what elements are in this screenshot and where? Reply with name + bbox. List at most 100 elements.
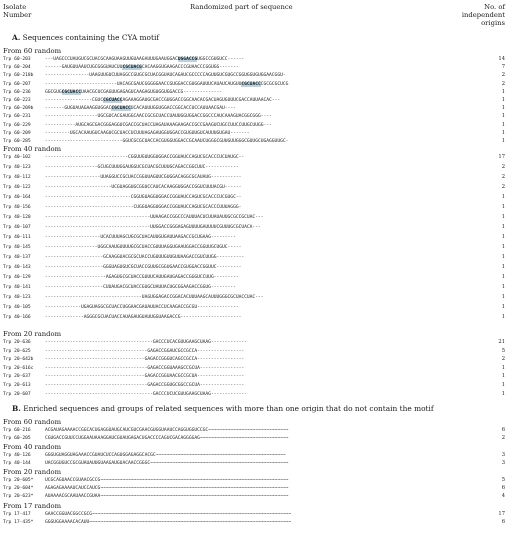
sequence-row: Trp 40-107------------------------------… — [3, 224, 505, 231]
sequence-row: Trp 40-105 -------------UGAGUAGGCGCUACCUG… — [3, 304, 505, 311]
isolate-id: Trp 40-102 — [3, 155, 31, 160]
origins-count: 1 — [501, 264, 505, 270]
sequence-text: AUAAAACGCAAUAACCGUAA~~~~~~~~~~~~~~~~~~~~… — [45, 493, 289, 499]
sequence-row: Trp 40-102 ------------------------------… — [3, 154, 505, 161]
origins-count: 1 — [501, 244, 505, 250]
origins-count: 5 — [501, 347, 505, 354]
sequence-text: CGUGACCGUUCCUGGAAUAAAGGAUCGUAUGAGACUGACC… — [45, 435, 289, 441]
sequence-row: Trp 60-223-----------------CGUCCGCUACCAG… — [3, 97, 505, 104]
sequence-row: Trp 40-156 ------------------------------… — [3, 204, 505, 211]
sequence-row: Trp 60-218b----------------UAAGUUGUCUUAG… — [3, 72, 505, 79]
motif-highlight: CGCUACC — [241, 81, 261, 87]
sequence-text: -------------------------------------GAG… — [45, 383, 245, 388]
sequence-text: -----------------------------------UAGUG… — [45, 295, 264, 300]
origins-count: 2 — [501, 174, 505, 180]
isolate-id: Trp 20-642b — [3, 357, 34, 363]
sequence-text: ------------------------UCGUAGGUGCGGUCCA… — [45, 185, 242, 190]
sequence-suffix: AGAAAGGAUGCGACCGUGGACCGGCAACACGACUAGUGUU… — [122, 98, 281, 103]
origins-count: 1 — [501, 294, 505, 300]
motif-highlight: UGGACCG — [177, 57, 198, 62]
isolate-header-line1: Isolate — [3, 3, 27, 11]
isolate-id: Trp 20-636 — [3, 340, 31, 345]
sequence-text: UACGGUGUCCGCGUAUAUUGUAAGAUGUACAACCGGGC~~… — [45, 460, 289, 466]
isolate-id: Trp 40-126 — [3, 453, 31, 458]
section-a-letter: A. — [12, 33, 21, 42]
isolate-id: Trp 60-203 — [3, 57, 31, 62]
origins-count: 14 — [498, 56, 505, 62]
sequence-row: Trp 60-209---------UGCACAAUGUCAAGUCGCUAC… — [3, 130, 505, 137]
sequence-header: Randomized part of sequence — [190, 3, 293, 11]
sequence-text: ---------------------GCAAGGUACGCGCUACCUG… — [45, 255, 245, 260]
sequence-row: Trp 20-625------------------------------… — [3, 348, 505, 355]
sequence-row: Trp 17-435* GGGUGGAAAACACAUU~~~~~~~~~~~~~… — [3, 519, 505, 526]
origins-header-line2: independent — [461, 11, 505, 19]
sequence-text: GGGUGGAAAACACAUU~~~~~~~~~~~~~~~~~~~~~~~~… — [45, 520, 292, 525]
origins-count: 6 — [501, 484, 505, 491]
isolate-id: Trp 20-613 — [3, 383, 31, 388]
section-a-title: A. Sequences containing the CYA motif — [12, 33, 159, 42]
sequence-row: Trp 60-207--------------------------UACA… — [3, 81, 505, 88]
sequence-text: -------GUGUAUAGAAGGUGGACCGCUACCUCACAUUUG… — [45, 105, 236, 112]
sequence-text: -------------------------------CGGUGUAGG… — [45, 195, 242, 200]
sequence-prefix: --------------------------UACAGCGAUCGGGG… — [45, 81, 242, 87]
isolate-id: Trp 17-435* — [3, 520, 34, 525]
isolate-id: Trp 60-231 — [3, 114, 31, 120]
origins-count: 1 — [501, 234, 505, 240]
isolate-id: Trp 40-105 — [3, 305, 31, 310]
section-a-text: Sequences containing the CYA motif — [22, 33, 160, 42]
origins-count: 1 — [501, 224, 505, 230]
sequence-text: ---------------------GGGUAGUGUCGCUACCGUU… — [45, 265, 242, 270]
group-b-17: From 17 random — [3, 502, 62, 510]
sequence-text: -------------------GCUGCUUUGGAUGGUCGCUAC… — [45, 165, 239, 170]
isolate-id: Trp 40-156 — [3, 205, 31, 210]
sequence-row: Trp 40-122------------------------UCGUAG… — [3, 184, 505, 191]
group-a-20: From 20 random — [3, 330, 62, 338]
sequence-row: Trp 20-637------------------------------… — [3, 373, 505, 380]
isolate-id: Trp 40-120 — [3, 215, 31, 220]
sequence-suffix: CGCGCGCUCG — [260, 81, 289, 87]
origins-count: 1 — [501, 382, 505, 388]
isolate-id: Trp 60-223 — [3, 98, 31, 103]
origins-count: 2 — [501, 164, 505, 170]
sequence-prefix: ------GAUGUUAAUCUGCGGGUAUCUU — [45, 65, 123, 71]
origins-count: 1 — [501, 304, 505, 310]
isolate-id: Trp 20-637 — [3, 374, 31, 380]
sequence-text: UCGCAGUAACCGUAACGCCG~~~~~~~~~~~~~~~~~~~~… — [45, 478, 289, 483]
origins-count: 21 — [498, 339, 505, 345]
origins-header-line1: No. of — [484, 3, 505, 11]
isolate-id: Trp 20-623* — [3, 493, 34, 499]
sequence-suffix: CACAAGGUGAAGACCCGUAACCCGGUGG------- — [141, 65, 239, 71]
origins-count: 7 — [501, 64, 505, 71]
isolate-id: Trp 20-616c — [3, 365, 34, 371]
origins-count: 6 — [501, 519, 505, 525]
sequence-row: Trp 60-204------GAUGUUAAUCUGCGGGUAUCUUCG… — [3, 64, 505, 71]
sequence-text: GGCGUGCGCUACCUAACGCUCGAGUUGAGAGUCAAGAGUG… — [45, 89, 222, 96]
isolate-id: Trp 40-123 — [3, 165, 31, 170]
isolate-id: Trp 40-164 — [3, 195, 31, 200]
isolate-id: Trp 60-209 — [3, 130, 31, 136]
sequence-text: ------------------------------CGGUUGUUGG… — [45, 155, 245, 160]
sequence-text: ACGAUAGAAAACCGGCACUGAGGUAUGCAUCGUCGAACGU… — [45, 428, 289, 433]
origins-count: 1 — [501, 364, 505, 371]
sequence-text: --------------AGGGCGCUACUACCAUAGAUGUAUUG… — [45, 315, 242, 320]
sequence-suffix: UAACGCUCGAGUUGAGAGUCAAGAGUGUGGUGGACCG---… — [80, 89, 223, 95]
origins-count: 3 — [501, 459, 505, 466]
sequence-text: --------------------UCACUUUAGCUGCGCUACAU… — [45, 235, 236, 240]
isolate-id: Trp 40-143 — [3, 265, 31, 270]
sequence-text: --------------------------------CUGGUAGG… — [45, 205, 242, 210]
isolate-id: Trp 20-607 — [3, 391, 31, 397]
motif-highlight: CGCUACG — [122, 65, 142, 71]
sequence-text: --------------------------------------UU… — [45, 225, 261, 230]
sequence-row: Trp 60-285----------------------------GG… — [3, 138, 505, 145]
origins-count: 1 — [501, 88, 505, 95]
sequence-text: ------GAUGUUAAUCUGCGGGUAUCUUCGCUACGCACAA… — [45, 64, 239, 71]
section-b-text: Enriched sequences and groups of related… — [23, 404, 434, 413]
isolate-id: Trp 40-111 — [3, 235, 31, 240]
sequence-row: Trp 20-605*UCGCAGUAACCGUAACGCCG~~~~~~~~~… — [3, 477, 505, 484]
origins-count: 1 — [501, 254, 505, 260]
sequence-row: Trp 40-123 -------------------GCUGCUUUGGA… — [3, 164, 505, 171]
sequence-text: -------------UGAGUAGGCGCUACCUGGAACGAUAUU… — [45, 305, 239, 310]
